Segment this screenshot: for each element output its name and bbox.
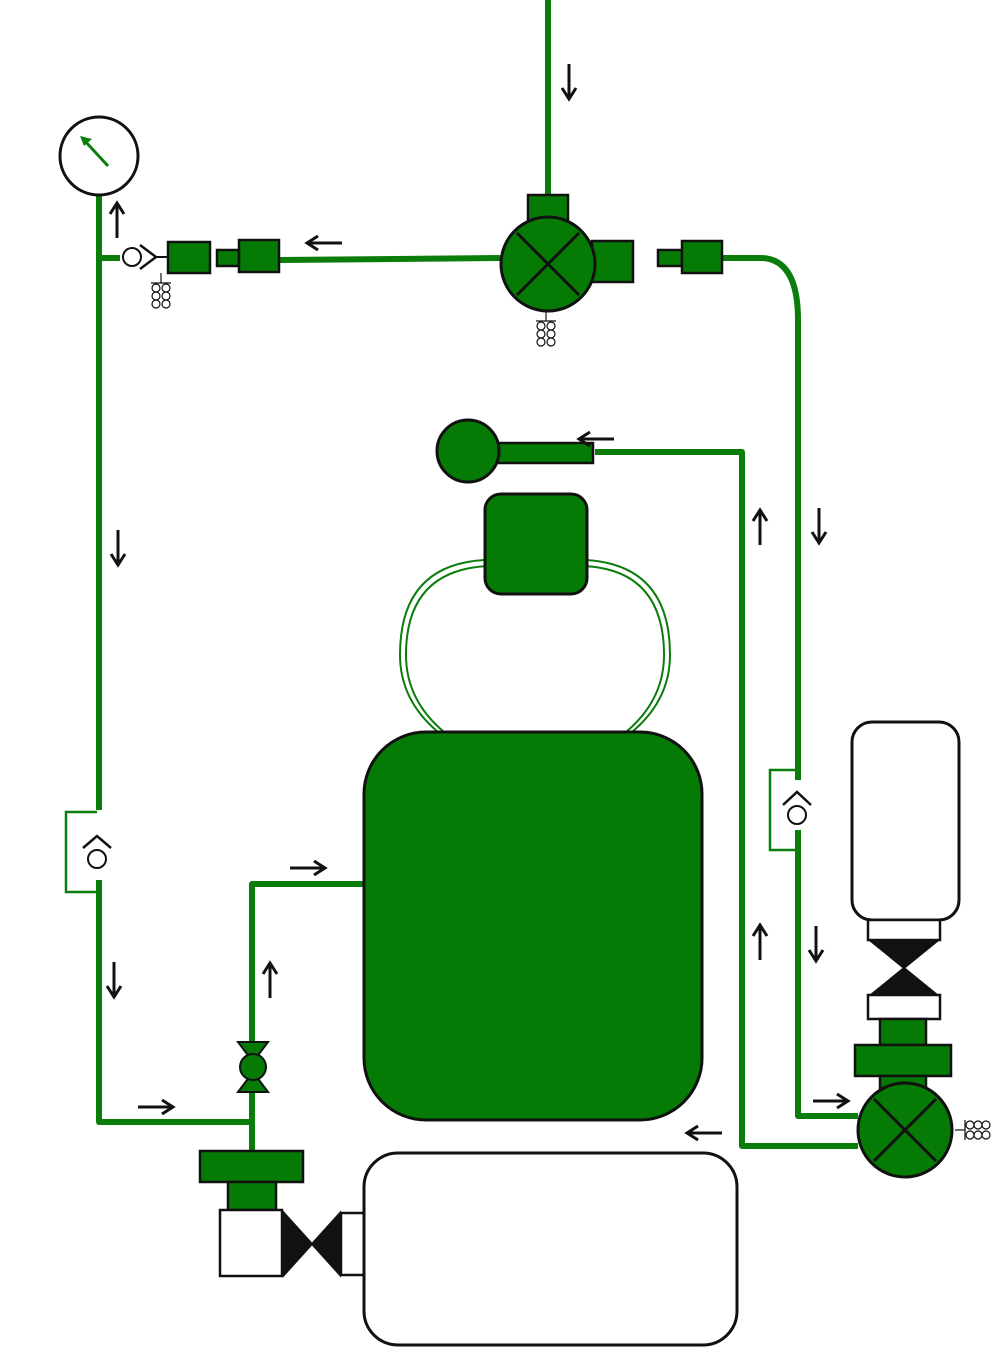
arrow-icon bbox=[751, 923, 769, 962]
main-tank bbox=[362, 492, 704, 1122]
pressure-gauge bbox=[58, 115, 140, 197]
spray-nozzle bbox=[435, 418, 595, 484]
check-valve-icon bbox=[122, 247, 142, 267]
arrow-icon bbox=[811, 1092, 850, 1110]
bypass-brackets bbox=[64, 768, 797, 894]
cylinder-icon bbox=[850, 720, 961, 922]
pipe-top-to-left bbox=[279, 255, 501, 263]
pipe-tank-feed bbox=[249, 881, 364, 1150]
pipe-left-lower bbox=[96, 880, 252, 1125]
tank-cap bbox=[483, 492, 589, 596]
cylinder-icon bbox=[362, 1151, 739, 1347]
pipe-right-outlet bbox=[722, 255, 801, 780]
tank-icon bbox=[362, 730, 704, 1122]
check-valve-right bbox=[782, 790, 812, 825]
connector-large bbox=[237, 238, 281, 274]
arrow-icon bbox=[105, 960, 123, 999]
right-connector bbox=[656, 239, 724, 275]
arrow-icon bbox=[560, 62, 578, 101]
arrow-icon bbox=[810, 506, 828, 545]
vent-loop bbox=[398, 559, 672, 733]
arrow-icon bbox=[807, 924, 825, 963]
arrow-icon bbox=[685, 1124, 724, 1142]
regulator-body bbox=[166, 240, 212, 275]
arrow-icon bbox=[751, 508, 769, 547]
check-valve-icon bbox=[787, 805, 807, 825]
arrow-icon bbox=[305, 234, 344, 252]
coil-icon bbox=[150, 272, 172, 309]
arrow-icon bbox=[108, 201, 126, 240]
check-valve-left bbox=[82, 834, 112, 869]
pipes bbox=[96, 0, 858, 1150]
bowtie-valve-icon bbox=[869, 941, 939, 995]
check-valve-icon bbox=[87, 849, 107, 869]
coil-icon bbox=[535, 310, 557, 347]
top-three-way-valve bbox=[499, 193, 635, 347]
connector-small bbox=[215, 248, 241, 268]
arrow-icon bbox=[577, 430, 616, 448]
left-regulator-assembly bbox=[122, 238, 281, 309]
arrow-icon bbox=[261, 961, 279, 1000]
coil-icon bbox=[954, 1119, 991, 1141]
bowtie-valve-icon bbox=[283, 1210, 341, 1278]
arrow-icon bbox=[288, 859, 327, 877]
arrow-icon bbox=[109, 528, 127, 567]
nozzle-icon bbox=[435, 418, 501, 484]
arrow-icon bbox=[136, 1098, 175, 1116]
vertical-cylinder-assembly bbox=[850, 720, 991, 1179]
pipe-return-line bbox=[595, 449, 858, 1149]
ball-valve-feed bbox=[236, 1041, 270, 1093]
horizontal-cylinder-assembly bbox=[198, 1149, 739, 1347]
pipe-right-lower bbox=[795, 830, 858, 1119]
